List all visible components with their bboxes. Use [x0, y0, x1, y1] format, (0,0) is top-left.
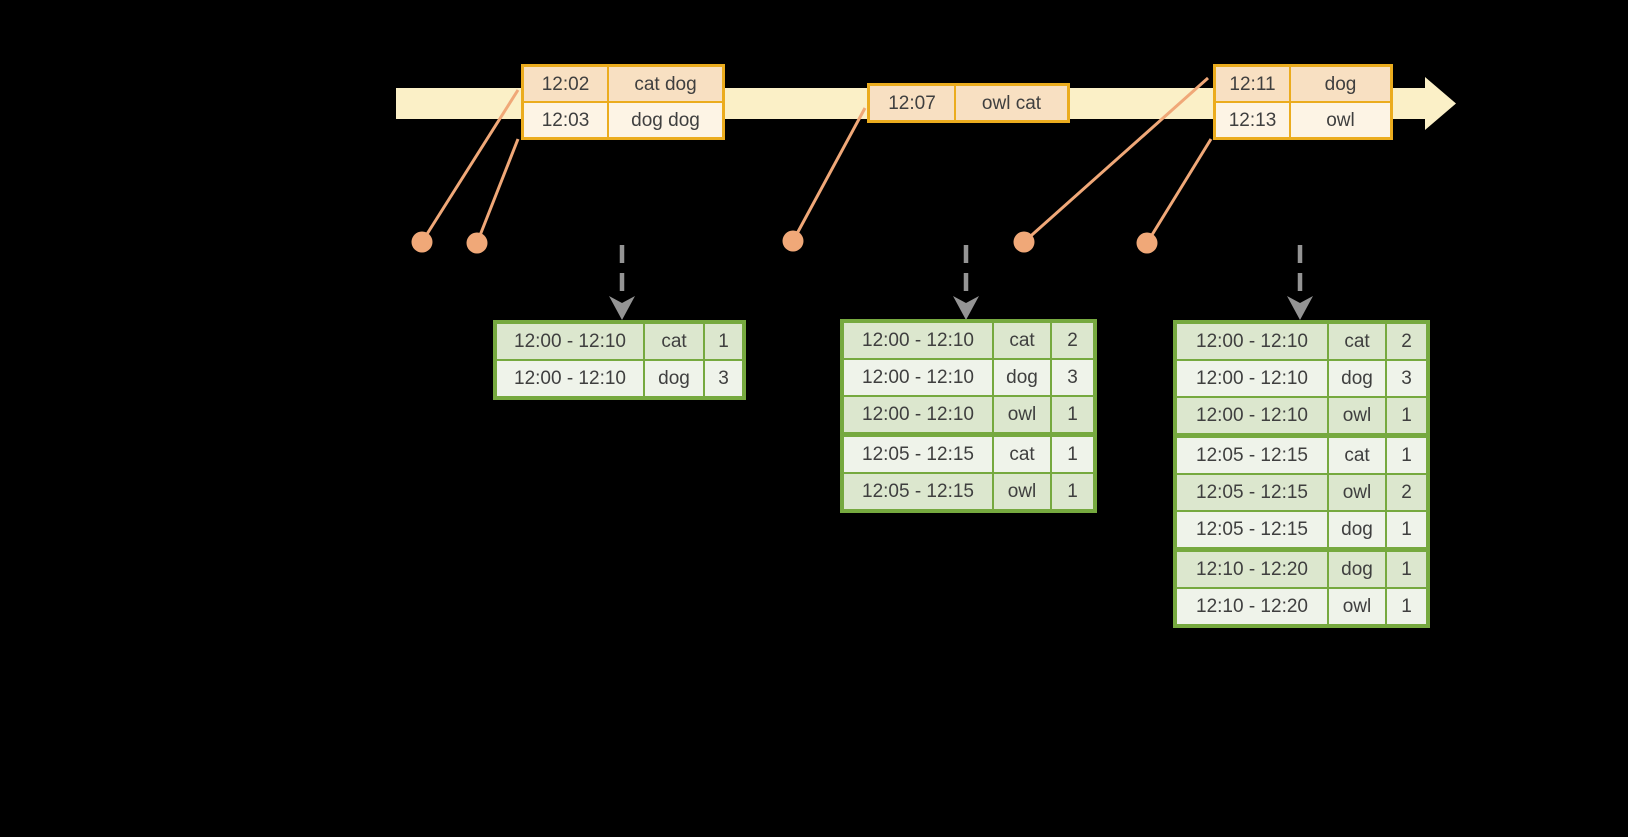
result-row: 12:05 - 12:15 owl 2: [1177, 475, 1426, 510]
event-words-cell: cat dog: [609, 67, 722, 101]
result-row: 12:10 - 12:20 owl 1: [1177, 589, 1426, 624]
window-cell: 12:00 - 12:10: [497, 361, 643, 396]
window-cell: 12:05 - 12:15: [1177, 438, 1327, 473]
input-row: 12:07 owl cat: [870, 86, 1067, 120]
result-row: 12:00 - 12:10 owl 1: [844, 397, 1093, 432]
window-cell: 12:00 - 12:10: [844, 323, 992, 358]
count-cell: 1: [1387, 589, 1426, 624]
event-dot-icon: [1013, 231, 1035, 253]
word-cell: cat: [645, 324, 703, 359]
count-cell: 3: [705, 361, 742, 396]
count-cell: 1: [1387, 512, 1426, 547]
result-row: 12:00 - 12:10 cat 2: [844, 323, 1093, 358]
word-cell: owl: [994, 397, 1050, 432]
result-row: 12:00 - 12:10 cat 1: [497, 324, 742, 359]
result-row: 12:05 - 12:15 owl 1: [844, 474, 1093, 509]
event-dot-icon: [466, 232, 488, 254]
result-row: 12:00 - 12:10 owl 1: [1177, 398, 1426, 433]
window-cell: 12:05 - 12:15: [1177, 512, 1327, 547]
word-cell: cat: [994, 437, 1050, 472]
down-arrow-icon: [609, 296, 635, 320]
result-row: 12:00 - 12:10 dog 3: [497, 361, 742, 396]
connector-line: [420, 89, 520, 243]
word-cell: dog: [645, 361, 703, 396]
event-dot-icon: [1136, 232, 1158, 254]
word-cell: dog: [994, 360, 1050, 395]
event-dot-icon: [782, 230, 804, 252]
result-row: 12:05 - 12:15 cat 1: [1177, 438, 1426, 473]
count-cell: 2: [1387, 324, 1426, 359]
word-cell: dog: [1329, 552, 1385, 587]
down-arrow-icon: [953, 296, 979, 320]
word-cell: cat: [1329, 438, 1385, 473]
input-row: 12:02 cat dog: [524, 67, 722, 101]
count-cell: 3: [1052, 360, 1093, 395]
count-cell: 1: [1387, 398, 1426, 433]
window-cell: 12:00 - 12:10: [1177, 361, 1327, 396]
count-cell: 1: [1052, 437, 1093, 472]
count-cell: 2: [1052, 323, 1093, 358]
window-cell: 12:05 - 12:15: [844, 474, 992, 509]
input-table-3: 12:11 dog 12:13 owl: [1213, 64, 1393, 140]
event-time-cell: 12:11: [1216, 67, 1289, 101]
input-table-2: 12:07 owl cat: [867, 83, 1070, 123]
result-row: 12:05 - 12:15 cat 1: [844, 437, 1093, 472]
word-cell: dog: [1329, 361, 1385, 396]
connector-line: [475, 138, 520, 244]
word-cell: cat: [1329, 324, 1385, 359]
count-cell: 1: [1052, 474, 1093, 509]
window-cell: 12:00 - 12:10: [844, 397, 992, 432]
window-cell: 12:00 - 12:10: [844, 360, 992, 395]
input-row: 12:13 owl: [1216, 103, 1390, 137]
connector-line: [791, 107, 867, 242]
event-time-cell: 12:02: [524, 67, 607, 101]
event-words-cell: dog: [1291, 67, 1390, 101]
window-cell: 12:00 - 12:10: [1177, 398, 1327, 433]
count-cell: 3: [1387, 361, 1426, 396]
word-cell: owl: [1329, 589, 1385, 624]
window-cell: 12:10 - 12:20: [1177, 552, 1327, 587]
timeline-arrowhead-icon: [1425, 77, 1456, 130]
result-table-1: 12:00 - 12:10 cat 1 12:00 - 12:10 dog 3: [493, 320, 746, 400]
event-time-cell: 12:13: [1216, 103, 1289, 137]
input-table-1: 12:02 cat dog 12:03 dog dog: [521, 64, 725, 140]
event-words-cell: owl: [1291, 103, 1390, 137]
count-cell: 1: [1387, 438, 1426, 473]
window-cell: 12:00 - 12:10: [497, 324, 643, 359]
window-cell: 12:10 - 12:20: [1177, 589, 1327, 624]
connector-line: [1145, 138, 1213, 244]
result-row: 12:00 - 12:10 cat 2: [1177, 324, 1426, 359]
result-table-3: 12:00 - 12:10 cat 2 12:00 - 12:10 dog 3 …: [1173, 320, 1430, 628]
count-cell: 1: [1387, 552, 1426, 587]
window-cell: 12:05 - 12:15: [844, 437, 992, 472]
word-cell: owl: [1329, 475, 1385, 510]
count-cell: 1: [705, 324, 742, 359]
window-cell: 12:05 - 12:15: [1177, 475, 1327, 510]
event-time-cell: 12:03: [524, 103, 607, 137]
input-row: 12:03 dog dog: [524, 103, 722, 137]
word-cell: owl: [1329, 398, 1385, 433]
window-cell: 12:00 - 12:10: [1177, 324, 1327, 359]
result-row: 12:05 - 12:15 dog 1: [1177, 512, 1426, 547]
word-cell: dog: [1329, 512, 1385, 547]
count-cell: 2: [1387, 475, 1426, 510]
event-words-cell: dog dog: [609, 103, 722, 137]
event-words-cell: owl cat: [956, 86, 1067, 120]
result-row: 12:00 - 12:10 dog 3: [1177, 361, 1426, 396]
count-cell: 1: [1052, 397, 1093, 432]
input-row: 12:11 dog: [1216, 67, 1390, 101]
result-table-2: 12:00 - 12:10 cat 2 12:00 - 12:10 dog 3 …: [840, 319, 1097, 513]
event-dot-icon: [411, 231, 433, 253]
result-row: 12:10 - 12:20 dog 1: [1177, 552, 1426, 587]
word-cell: cat: [994, 323, 1050, 358]
word-cell: owl: [994, 474, 1050, 509]
event-time-cell: 12:07: [870, 86, 954, 120]
result-row: 12:00 - 12:10 dog 3: [844, 360, 1093, 395]
down-arrow-icon: [1287, 296, 1313, 320]
